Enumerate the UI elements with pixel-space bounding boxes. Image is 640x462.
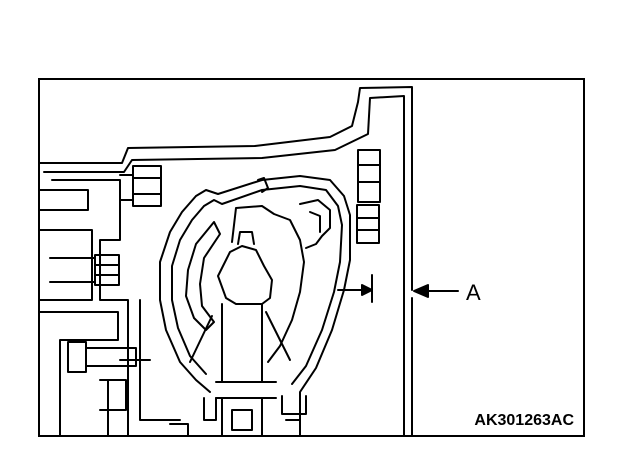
bolt-lower-left	[67, 341, 87, 373]
housing-inner-contour	[43, 95, 405, 437]
lower-snap-ring	[169, 395, 307, 437]
bolt-mid-left	[94, 254, 120, 286]
housing-outline	[39, 86, 413, 437]
strut-left	[189, 315, 213, 363]
bolt-right-lower	[356, 204, 380, 244]
bolt-right-upper	[357, 149, 381, 203]
bolt-upper-left	[132, 165, 162, 207]
figure-reference-code: AK301263AC	[474, 412, 574, 429]
case-wall-left	[39, 179, 181, 437]
hub	[217, 245, 273, 305]
return-spring	[185, 221, 221, 331]
input-shaft	[215, 303, 277, 437]
strut-right	[265, 311, 291, 361]
callout-label-a: A	[466, 280, 481, 305]
clutch-drum	[159, 175, 351, 431]
piston-plate	[231, 205, 305, 363]
clutch-drum-inner	[171, 185, 343, 385]
seal-clip	[299, 199, 331, 249]
figure-frame	[38, 78, 585, 437]
